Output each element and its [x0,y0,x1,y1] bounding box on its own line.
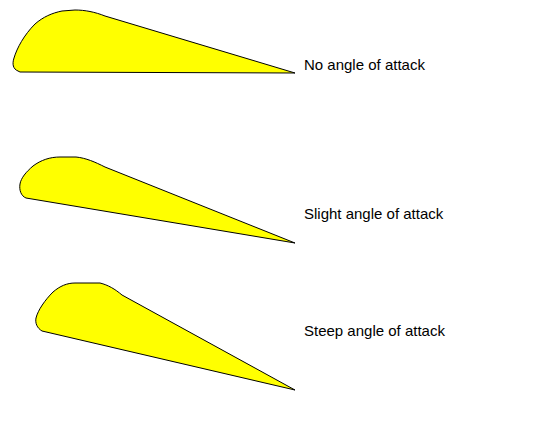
angle-label: No angle of attack [304,56,425,74]
angle-label: Steep angle of attack [304,322,445,340]
angle-label: Slight angle of attack [304,205,443,223]
airfoil-shape [36,283,295,390]
airfoil-shape [20,157,295,243]
airfoil-shape [13,10,295,73]
